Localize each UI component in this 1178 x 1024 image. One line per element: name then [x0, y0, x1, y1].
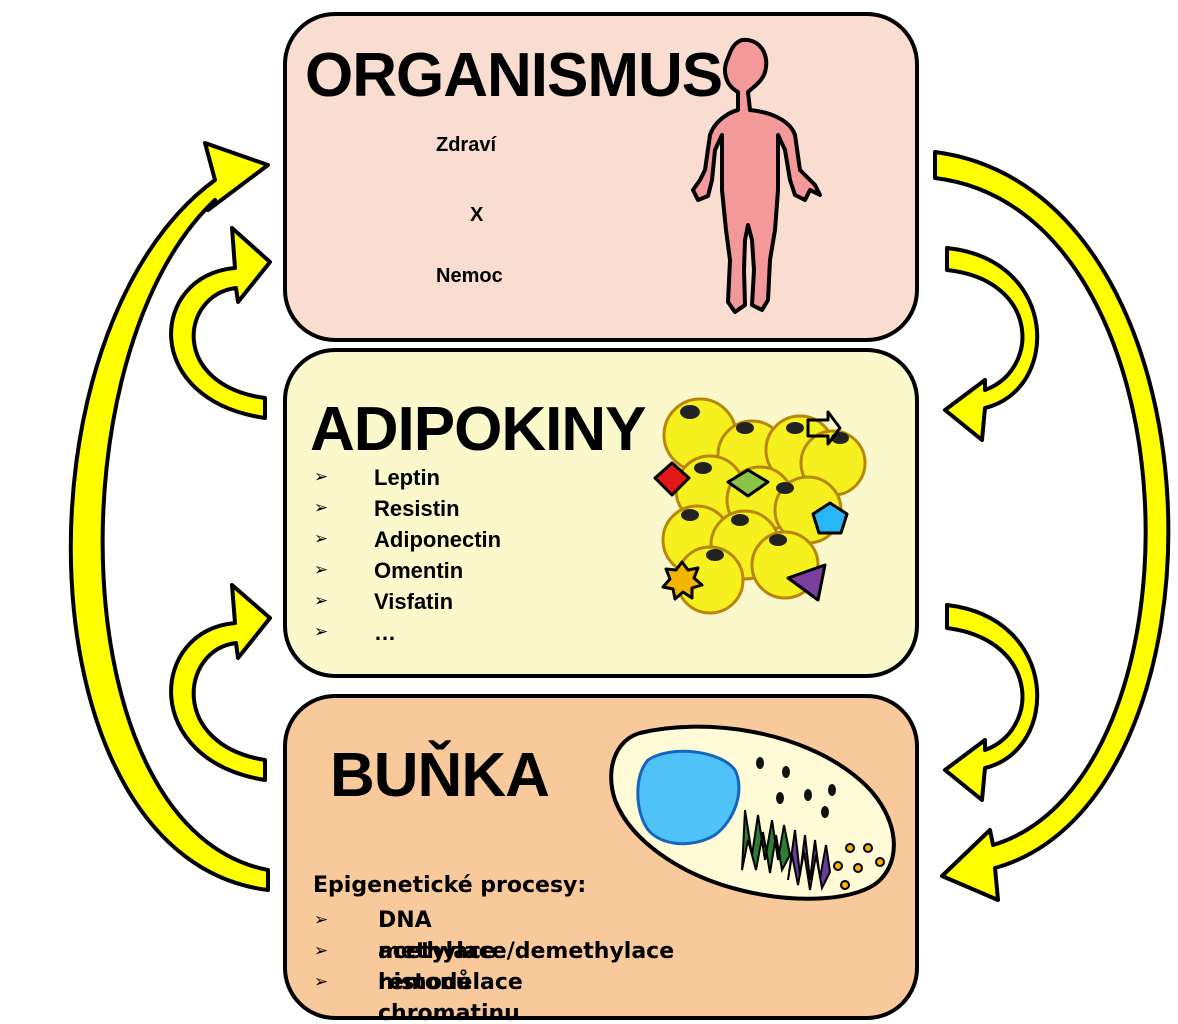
cell-illustration: [0, 0, 1178, 1024]
diagram-canvas: ORGANISMUS Zdraví X Nemoc ADIPOKINY ➢Lep…: [0, 0, 1178, 1024]
